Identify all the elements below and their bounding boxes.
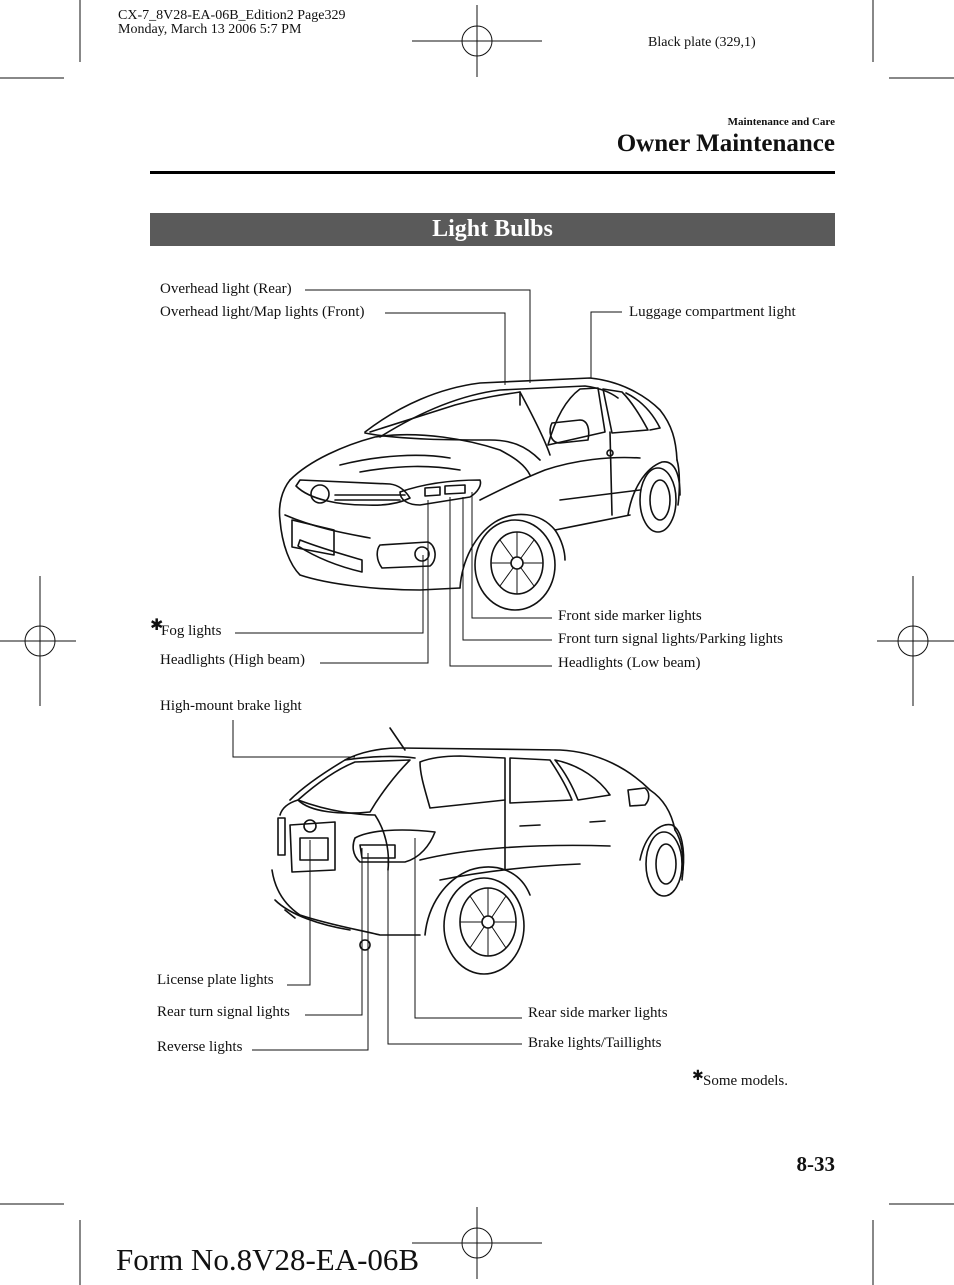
label-overhead-front: Overhead light/Map lights (Front)	[160, 304, 365, 320]
print-file-line: CX-7_8V28-EA-06B_Edition2 Page329	[118, 8, 346, 23]
label-headlights-low: Headlights (Low beam)	[558, 655, 701, 671]
leader-front-side-marker	[471, 492, 552, 619]
leader-headlights-low	[449, 497, 552, 667]
section-title: Maintenance and Care	[727, 116, 835, 128]
leader-overhead-rear	[305, 289, 531, 383]
leader-overhead-front	[385, 312, 506, 385]
label-overhead-rear: Overhead light (Rear)	[160, 281, 292, 297]
label-license-plate: License plate lights	[157, 972, 274, 988]
some-models-mark: ✱	[150, 617, 164, 634]
label-brake-taillights: Brake lights/Taillights	[528, 1035, 662, 1051]
leader-rear-turn	[305, 848, 363, 1016]
label-front-turn-signal: Front turn signal lights/Parking lights	[558, 631, 784, 647]
leader-license	[287, 840, 311, 986]
light-bulbs-banner: Light Bulbs	[150, 213, 835, 246]
label-rear-side-marker: Rear side marker lights	[528, 1005, 668, 1021]
leader-front-turn	[462, 497, 552, 641]
form-number: Form No.8V28-EA-06B	[116, 1242, 420, 1277]
label-luggage-light: Luggage compartment light	[629, 304, 796, 320]
label-fog-lights: Fog lights	[161, 623, 222, 639]
footnote-mark: ✱	[692, 1069, 704, 1084]
footnote-text: Some models.	[703, 1073, 788, 1089]
label-high-mount-brake: High-mount brake light	[160, 698, 302, 714]
front-car-outline	[278, 377, 681, 611]
leader-high-mount	[232, 720, 355, 758]
plate-label: Black plate (329,1)	[648, 35, 756, 50]
label-reverse-lights: Reverse lights	[157, 1039, 243, 1055]
leader-reverse	[252, 853, 369, 1051]
page-number: 8-33	[796, 1152, 836, 1176]
leader-luggage	[590, 311, 622, 378]
rear-car-outline	[271, 727, 685, 975]
leader-headlights-high	[320, 500, 429, 664]
label-headlights-high: Headlights (High beam)	[160, 652, 305, 668]
print-date-line: Monday, March 13 2006 5:7 PM	[118, 22, 302, 37]
page-title: Owner Maintenance	[616, 130, 835, 157]
header-rule	[150, 171, 835, 174]
leader-brake-tail	[387, 858, 522, 1045]
label-front-side-marker: Front side marker lights	[558, 608, 702, 624]
leader-rear-side-marker	[414, 838, 522, 1019]
label-rear-turn-signal: Rear turn signal lights	[157, 1004, 290, 1020]
leader-fog	[235, 555, 424, 634]
